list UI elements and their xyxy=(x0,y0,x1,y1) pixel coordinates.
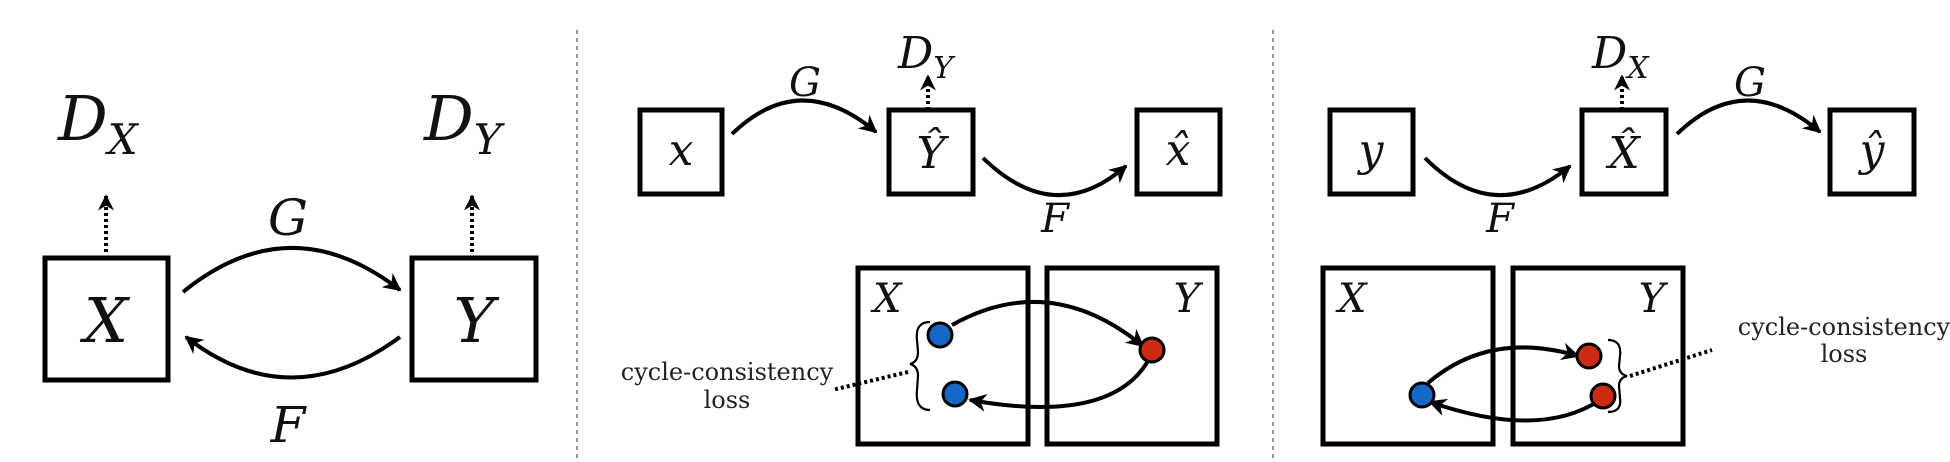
f-mapping-arrow xyxy=(981,156,1128,197)
loss-label-line1: cycle-consistency xyxy=(621,358,834,386)
g-label: G xyxy=(268,189,308,247)
input-y-label: y xyxy=(1357,125,1385,176)
input-x-label: x xyxy=(669,125,694,176)
generated-x-box xyxy=(1579,107,1669,197)
loss-pointer xyxy=(831,370,909,392)
reconstructed-y-box xyxy=(1827,107,1917,197)
g-label: G xyxy=(789,60,821,106)
domain-x-label: X xyxy=(80,284,131,357)
forward-mapping-curve xyxy=(1426,342,1580,385)
input-y-box xyxy=(1327,107,1416,197)
original-point xyxy=(926,321,954,349)
loss-label-line2: loss xyxy=(704,386,751,414)
translated-point xyxy=(1138,336,1166,364)
discriminator-dx-label: DX xyxy=(57,82,140,164)
backward-mapping-curve xyxy=(1428,398,1602,423)
domain-y-label: Y xyxy=(1639,276,1669,322)
domain-x-label: X xyxy=(870,276,903,322)
f-mapping-arrow xyxy=(1423,156,1572,197)
discriminator-dx-label: DX xyxy=(1591,28,1650,86)
reconstructed-point xyxy=(1589,382,1617,410)
f-label: F xyxy=(1485,196,1515,242)
g-label: G xyxy=(1734,60,1766,106)
discriminator-dy-label: DY xyxy=(897,28,956,86)
domain-x-box xyxy=(42,255,171,383)
domain-x-label: X xyxy=(1335,276,1368,322)
loss-label-line1: cycle-consistency xyxy=(1738,313,1950,341)
f-mapping-arrow xyxy=(184,335,402,380)
discriminator-dy-label: DY xyxy=(423,82,506,164)
panel-a: DX DY X Y G F xyxy=(42,82,539,454)
reconstructed-y-label: ŷ xyxy=(1858,125,1886,176)
panel-b: DY x Ŷ x̂ G F X Y cycle-consistency loss xyxy=(621,28,1223,447)
loss-brace xyxy=(909,320,931,412)
domain-y-label: Y xyxy=(1174,276,1204,322)
generated-y-box xyxy=(886,107,976,197)
generated-x-label: X̂ xyxy=(1605,126,1641,179)
reconstructed-x-box xyxy=(1134,107,1223,197)
original-point xyxy=(1408,381,1436,409)
domain-x-region xyxy=(1320,265,1496,447)
loss-pointer xyxy=(1629,348,1713,378)
backward-mapping-curve xyxy=(968,359,1150,412)
g-mapping-arrow xyxy=(730,98,878,136)
f-label: F xyxy=(1040,196,1070,242)
loss-label-line2: loss xyxy=(1821,340,1868,368)
generated-y-label: Ŷ xyxy=(916,126,949,179)
domain-x-region xyxy=(855,265,1031,447)
forward-mapping-curve xyxy=(951,299,1145,348)
reconstructed-point xyxy=(941,380,969,408)
domain-y-region xyxy=(1044,265,1220,447)
reconstructed-x-label: x̂ xyxy=(1166,125,1191,176)
domain-y-box xyxy=(409,255,539,383)
panel-c: DX y X̂ ŷ F G X Y cycle-consistency loss xyxy=(1320,28,1950,447)
loss-brace xyxy=(1607,338,1628,414)
translated-point xyxy=(1575,342,1603,370)
g-mapping-arrow xyxy=(1675,98,1822,136)
g-mapping-arrow xyxy=(181,246,402,294)
input-x-box xyxy=(637,107,725,197)
domain-y-label: Y xyxy=(454,284,500,357)
f-label: F xyxy=(270,396,308,454)
